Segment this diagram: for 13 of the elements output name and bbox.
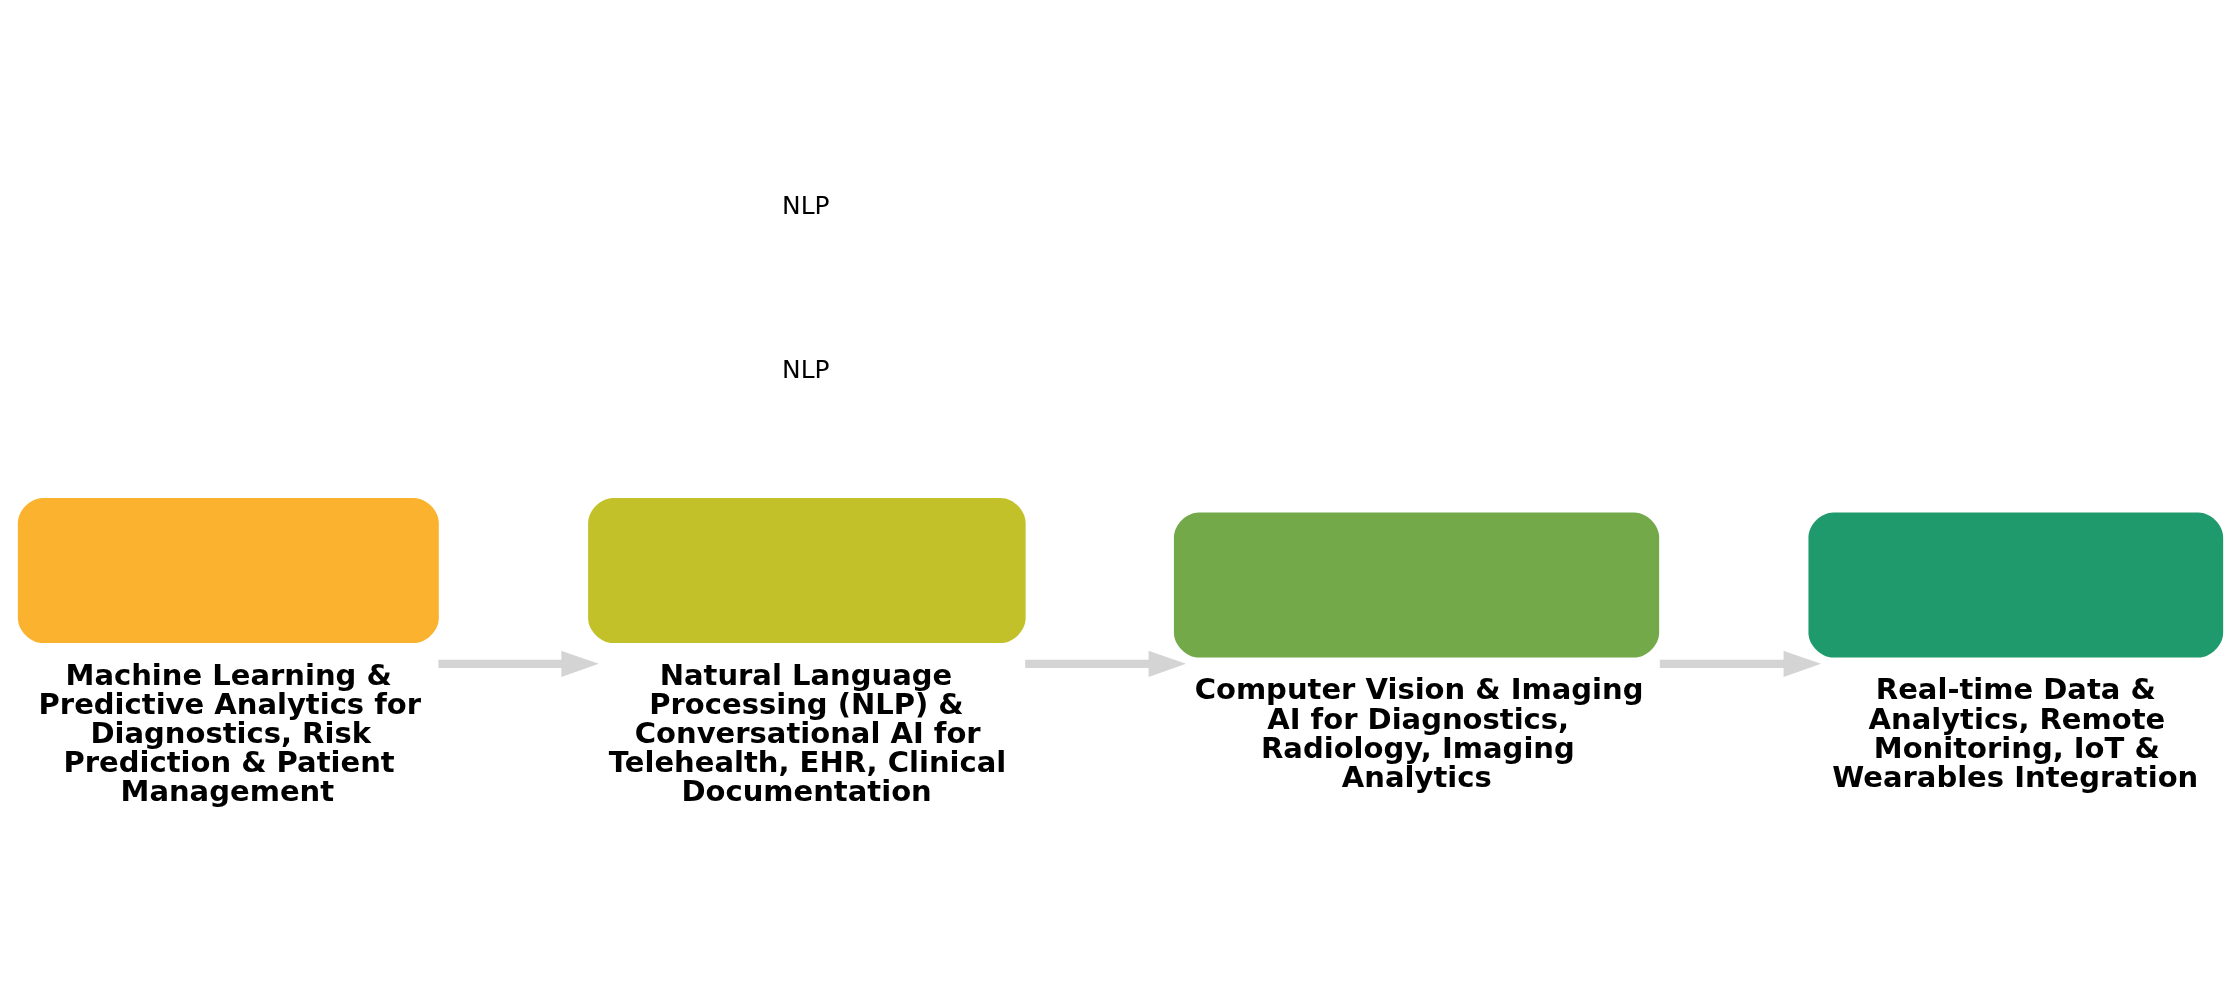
node-box xyxy=(588,497,1026,644)
label: NLP xyxy=(782,191,830,221)
node-box xyxy=(1173,512,1660,658)
node-label: Computer Vision & Imaging AI for Diagnostics, Radiology, Imaging Analytics xyxy=(1194,672,1644,794)
node-label: Machine Learning & Predictive Analytics for Diagnostics, Risk Prediction & Patient Management xyxy=(38,657,422,809)
arrow xyxy=(1659,650,1821,677)
arrow xyxy=(438,650,599,677)
node-label: Real-time Data & Analytics, Remote Monitoring, IoT & Wearables Integration xyxy=(1832,672,2199,794)
label: NLP xyxy=(782,354,830,384)
arrow xyxy=(1025,650,1187,677)
node-box xyxy=(17,497,439,644)
node-box xyxy=(1808,512,2224,658)
node-label: Natural Language Processing (NLP) & Conversational AI for Telehealth, EHR, Clinical Documentation xyxy=(608,657,1007,809)
